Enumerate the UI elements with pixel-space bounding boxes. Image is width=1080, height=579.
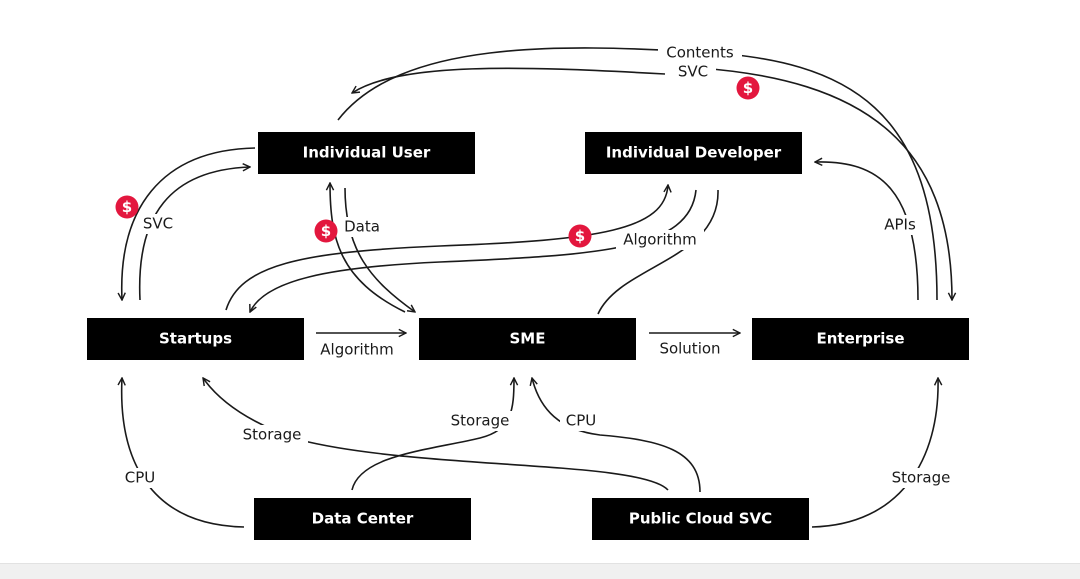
arrow-cloud-to-enterprise-storage xyxy=(811,378,938,528)
payment-markers: $ $ $ $ xyxy=(115,76,760,248)
label-storage-mid: Storage xyxy=(451,412,510,430)
arrow-datacenter-to-startups-cpu xyxy=(122,378,245,528)
label-storage-right: Storage xyxy=(892,469,951,487)
arrow-startups-to-user xyxy=(138,167,250,301)
arrow-developer-to-sme xyxy=(597,189,719,315)
node-individual-user: Individual User xyxy=(258,132,475,174)
svg-text:Enterprise: Enterprise xyxy=(816,330,904,348)
node-data-center: Data Center xyxy=(254,498,471,540)
arrow-user-to-startups xyxy=(122,147,256,300)
svg-text:Data Center: Data Center xyxy=(312,510,414,528)
svg-text:$: $ xyxy=(575,227,585,245)
node-sme: SME xyxy=(419,318,636,360)
label-contents: Contents xyxy=(666,44,734,62)
payment-icon: $ xyxy=(736,76,760,100)
svg-text:Startups: Startups xyxy=(159,330,232,348)
arrow-sme-to-user xyxy=(330,183,406,313)
payment-icon: $ xyxy=(115,195,139,219)
label-algorithm-developer: Algorithm xyxy=(623,231,696,249)
svg-text:Public Cloud SVC: Public Cloud SVC xyxy=(629,510,772,528)
node-startups: Startups xyxy=(87,318,304,360)
edge-labels: Contents SVC SVC Data Algorithm APIs Alg… xyxy=(120,43,958,488)
label-apis: APIs xyxy=(884,216,916,234)
node-enterprise: Enterprise xyxy=(752,318,969,360)
arrow-cloud-to-sme-cpu xyxy=(532,378,701,493)
arrow-user-to-sme xyxy=(344,187,415,312)
label-cpu-left: CPU xyxy=(125,469,156,487)
arrow-enterprise-to-developer xyxy=(815,162,919,301)
arrow-startups-to-developer xyxy=(225,185,668,311)
svg-text:SME: SME xyxy=(510,330,546,348)
payment-icon: $ xyxy=(314,219,338,243)
svg-text:Individual User: Individual User xyxy=(303,144,431,162)
nodes: Individual User Individual Developer Sta… xyxy=(87,132,969,540)
label-algorithm: Algorithm xyxy=(320,341,393,359)
arrow-datacenter-to-sme-storage xyxy=(351,378,514,491)
label-contents-svc: SVC xyxy=(678,63,708,81)
node-public-cloud-svc: Public Cloud SVC xyxy=(592,498,809,540)
label-svc: SVC xyxy=(143,215,173,233)
label-storage-left: Storage xyxy=(243,426,302,444)
svg-text:$: $ xyxy=(122,198,132,216)
node-individual-developer: Individual Developer xyxy=(585,132,802,174)
arrow-contents-to-enterprise xyxy=(699,67,952,300)
label-cpu-mid: CPU xyxy=(566,412,597,430)
arrow-cloud-to-startups-storage xyxy=(203,378,669,491)
payment-icon: $ xyxy=(568,224,592,248)
svg-text:$: $ xyxy=(743,79,753,97)
flow-arrows xyxy=(122,47,952,528)
svg-text:$: $ xyxy=(321,222,331,240)
arrow-developer-to-startups xyxy=(250,189,697,312)
svg-text:Individual Developer: Individual Developer xyxy=(606,144,782,162)
label-data: Data xyxy=(344,218,380,236)
label-solution: Solution xyxy=(659,340,720,358)
bottom-divider xyxy=(0,563,1080,579)
arrow-svc-to-user xyxy=(352,67,666,93)
